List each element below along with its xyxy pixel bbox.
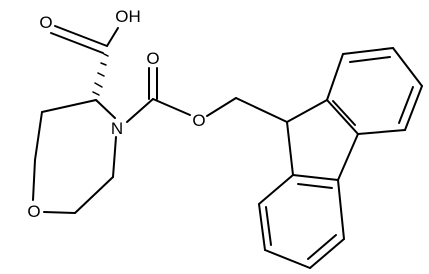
bond-ch2-c9 — [235, 97, 288, 123]
bond-c9a-c1 — [326, 53, 344, 101]
bond-c4a-c4b — [337, 133, 359, 181]
bond-ester-o-ch2 — [206, 97, 237, 117]
atom-label-ring-nitrogen: N — [111, 119, 123, 138]
bond-c4a-c9a — [326, 99, 359, 135]
bond-n-carbonyl — [126, 98, 154, 123]
bond-c3-c4-inner — [398, 86, 414, 124]
atom-label-acid-hydroxyl: OH — [115, 7, 141, 26]
atom-label-acid-oxo: O — [39, 13, 52, 32]
bond-c1-c2 — [342, 47, 394, 55]
bond-c1-o — [32, 159, 36, 201]
atom-label-ester-oxygen: O — [192, 111, 205, 130]
bond-acid-c-o-double-b — [50, 32, 104, 54]
bond-acid-c-oh — [106, 27, 119, 47]
bond-carbonyl-ester-o — [152, 98, 191, 116]
wedge-hash — [92, 91, 100, 96]
bond-c1-c2-inner — [349, 56, 391, 63]
bond-c6-c5-inner — [307, 234, 337, 260]
bond-c4a-c9a-inner — [332, 100, 356, 126]
bond-c7-c6 — [264, 249, 311, 269]
bond-c9-c9a — [286, 99, 328, 123]
bond-c2-c3 — [392, 47, 423, 87]
bond-c4-c4a — [357, 129, 406, 135]
bond-c4b-c8a-inner — [297, 183, 333, 189]
bonds — [32, 25, 423, 269]
wedge-hash — [103, 53, 109, 57]
bond-c8-c7-inner — [265, 206, 272, 246]
bond-c9-c8a — [286, 121, 294, 176]
bond-o-c7 — [43, 211, 76, 214]
atom-labels: O OH O O N O — [27, 7, 205, 221]
bond-c8-c7 — [258, 203, 266, 251]
atom-label-ring-oxygen: O — [27, 202, 40, 221]
wedge-hash — [97, 72, 105, 77]
bond-c6-c5 — [309, 238, 345, 269]
bond-c3-c4 — [404, 85, 423, 131]
bond-c8a-c8 — [258, 174, 294, 205]
wedge-hash — [100, 62, 107, 66]
bond-c6-n — [112, 136, 117, 178]
bond-c4b-c8a — [292, 174, 339, 181]
wedge-hash — [94, 82, 103, 88]
bond-c7-c6 — [74, 176, 114, 214]
bond-c5-c4b — [337, 179, 345, 240]
bond-acid-c-o-double-a — [54, 25, 108, 47]
stereo-hashed-wedge — [92, 53, 109, 96]
bond-c2-c1 — [34, 111, 43, 161]
bond-c3-n — [95, 99, 116, 119]
bond-c3-c2 — [41, 99, 97, 113]
atom-label-carbamate-oxo: O — [146, 49, 159, 68]
